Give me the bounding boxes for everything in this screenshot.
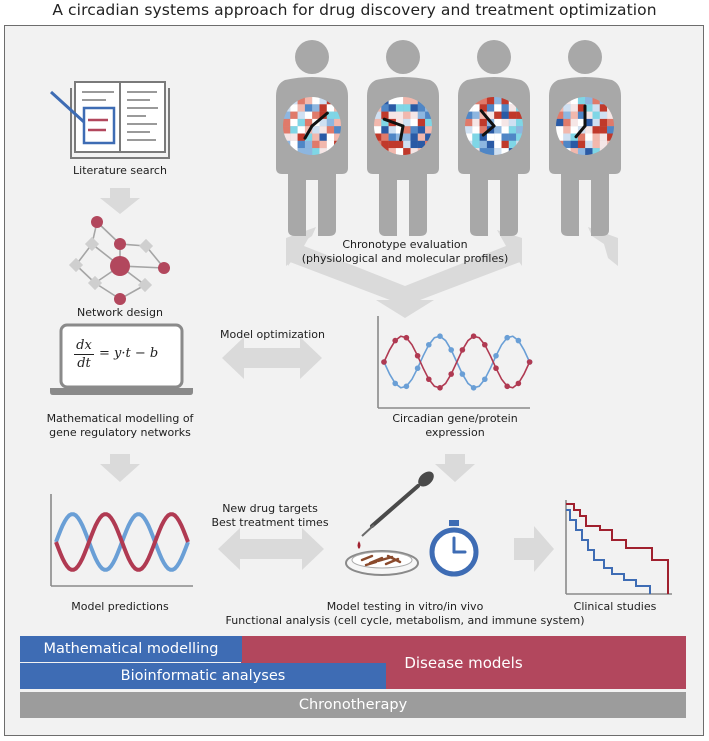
label-model-testing: Model testing in vitro/in vivo Functiona… [225, 600, 585, 627]
equation-numerator: dx [76, 338, 92, 353]
label-drug-targets: New drug targets Best treatment times [211, 502, 329, 529]
prediction-chart-icon [50, 494, 193, 587]
bar-bioinformatic-analyses: Bioinformatic analyses [20, 663, 386, 689]
pipette-icon [357, 471, 434, 549]
equation: dx dt = y·t − b [74, 338, 174, 374]
wave-chart-icon [377, 316, 533, 409]
flow-arrows [100, 188, 618, 572]
arrow-down-literature [100, 188, 140, 214]
survival-chart-icon [565, 500, 672, 595]
bar-disease-label: Disease models [404, 653, 523, 672]
bar-bioinformatic-label: Bioinformatic analyses [120, 668, 286, 684]
label-model-optimization: Model optimization [220, 328, 325, 341]
arrow-down-expression [435, 454, 475, 482]
petri-dish-icon [345, 550, 419, 576]
arrow-targets [218, 528, 324, 570]
book-icon [49, 81, 170, 159]
bar-mathematical-modelling: Mathematical modelling [20, 636, 242, 662]
arrow-chronotype [288, 230, 522, 318]
arrow-chronotype-band [290, 246, 520, 300]
label-chronotype: Chronotype evaluation (physiological and… [301, 238, 509, 265]
bar-chronotherapy: Chronotherapy [20, 692, 686, 718]
label-expression: Circadian gene/protein expression [392, 412, 518, 439]
figure-title: A circadian systems approach for drug di… [52, 1, 657, 19]
label-model-predictions: Model predictions [71, 600, 169, 613]
label-modelling: Mathematical modelling of gene regulator… [46, 412, 194, 439]
arrow-right-clinical [514, 526, 554, 572]
bar-chronotherapy-label: Chronotherapy [298, 697, 408, 713]
label-network-design: Network design [77, 306, 163, 319]
stopwatch-icon [429, 520, 479, 577]
arrow-left-head [286, 227, 316, 266]
equation-rhs: = y·t − b [99, 346, 159, 361]
heatmap-clock-icon [556, 97, 614, 155]
arrow-down-modelling [100, 454, 140, 482]
equation-denominator: dt [77, 356, 91, 371]
arrow-right-head [588, 227, 618, 266]
bar-mathematical-label: Mathematical modelling [43, 641, 219, 657]
label-clinical-studies: Clinical studies [573, 600, 657, 613]
laptop-icon [50, 323, 193, 395]
label-literature-search: Literature search [73, 164, 167, 177]
arrow-optimization [222, 337, 322, 379]
